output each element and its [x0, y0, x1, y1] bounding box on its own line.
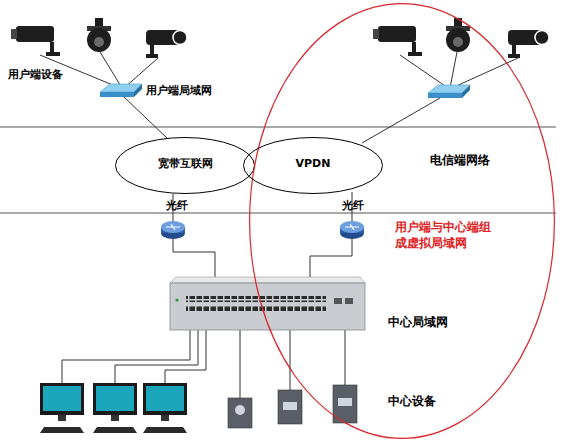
- wire: [165, 330, 206, 383]
- server-tower: [228, 398, 252, 428]
- wire: [400, 55, 448, 88]
- ellipse-outline: [244, 138, 383, 194]
- wire: [290, 330, 291, 390]
- wire: [115, 330, 198, 383]
- node-text: 用户端与中心端组 成虚拟局域网: [395, 219, 499, 251]
- virtual-lan-ellipse: 用户端与中心端组 成虚拟局域网VPDN: [249, 3, 555, 439]
- box-camera: [11, 26, 60, 56]
- wire: [173, 236, 215, 283]
- wire: [124, 58, 158, 88]
- wire: [240, 330, 241, 398]
- wire: [100, 52, 122, 88]
- wire: [450, 52, 457, 88]
- ellipse-outline: [116, 138, 255, 194]
- computer: [40, 383, 84, 433]
- node-text: VPDN: [243, 157, 383, 172]
- device-label: 中心设备: [388, 393, 436, 409]
- bullet-camera: [146, 30, 187, 58]
- computer: [93, 383, 137, 433]
- wire: [345, 330, 346, 385]
- sfp-port: [345, 298, 353, 304]
- lan-label: 用户端局域网: [146, 84, 212, 99]
- network-ellipse: VPDN: [243, 137, 383, 194]
- node-text: 宽带互联网: [115, 157, 255, 172]
- box-camera: [373, 26, 422, 56]
- ellipse-outline: [250, 4, 555, 439]
- sfp-port: [334, 298, 342, 304]
- server-icon: [235, 405, 245, 415]
- servers: [228, 385, 357, 428]
- wire: [62, 330, 190, 383]
- switch-top: [170, 277, 365, 283]
- network-ellipse: 宽带互联网: [115, 137, 255, 194]
- wire: [310, 236, 352, 283]
- wires: [40, 52, 518, 398]
- user-switch: [428, 85, 470, 98]
- band-label: 电信端网络: [430, 152, 490, 168]
- fiber-label: 光纤: [342, 199, 364, 214]
- dome-camera: [87, 18, 111, 52]
- port-row: [186, 296, 326, 302]
- router: [161, 221, 185, 239]
- server-tower: [278, 390, 302, 424]
- port-row: [186, 305, 326, 311]
- server-icon: [283, 402, 297, 410]
- server-icon: [338, 398, 352, 406]
- user-switch: [100, 84, 142, 97]
- wire: [362, 98, 440, 143]
- router: [340, 221, 364, 239]
- dome-camera: [446, 18, 470, 52]
- band-divider: [0, 213, 556, 214]
- lan-label: 中心局域网: [388, 314, 448, 330]
- wire: [452, 58, 518, 88]
- bullet-camera: [508, 30, 549, 58]
- computer: [143, 383, 187, 433]
- band-divider: [0, 127, 556, 128]
- device-label: 用户端设备: [8, 68, 63, 83]
- status-light: [175, 298, 178, 301]
- fiber-label: 光纤: [166, 199, 188, 214]
- wire: [124, 97, 168, 139]
